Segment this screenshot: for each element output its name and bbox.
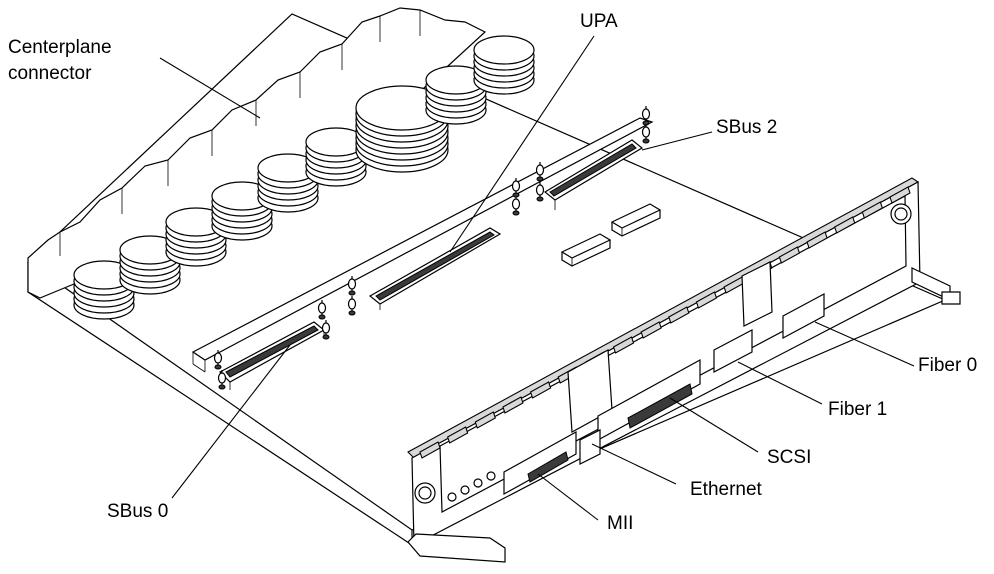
centerplane-connector: [27, 7, 487, 299]
bulkhead-screw-left: [414, 482, 436, 504]
led-1: [447, 492, 457, 502]
ejector-levers: [407, 267, 961, 563]
leader-sbus0: [171, 344, 291, 499]
standoff-pin-3: [321, 320, 331, 340]
leader-fiber0: [814, 321, 915, 367]
bulkhead-ridge-11: [695, 291, 718, 309]
label-fiber0: Fiber 0: [918, 355, 978, 376]
standoff-pin-4: [317, 300, 327, 320]
standoff-pin-2: [213, 350, 223, 370]
leader-lines: [159, 35, 915, 521]
fiber0-port: [782, 292, 825, 340]
fiber1-port: [713, 329, 753, 373]
bulkhead-ridge-5: [529, 381, 552, 399]
leader-ethernet: [591, 443, 677, 485]
upa-slot: [368, 227, 502, 310]
bulkhead-ridge-2: [446, 426, 469, 444]
bulkhead-ridge-14: [778, 246, 801, 264]
label-upa: UPA: [580, 11, 618, 32]
bulkhead-ridge-17: [861, 201, 884, 219]
ethernet-port: [579, 429, 601, 465]
label-centerplane-connector-line1: Centerplane: [8, 37, 112, 58]
label-sbus2: SBus 2: [716, 117, 778, 138]
led-2: [460, 485, 470, 495]
sbus2-slot: [543, 139, 644, 210]
standoff-pin-8: [511, 178, 521, 198]
bulkhead-ridge-1: [419, 441, 441, 459]
standoff-pin-9: [535, 182, 545, 202]
bulkhead-screw-right: [890, 203, 912, 225]
leader-sbus2: [641, 131, 713, 151]
standoff-pins: [213, 106, 651, 390]
standoff-pin-5: [347, 296, 357, 316]
front-bulkhead: [407, 177, 921, 546]
mii-port: [503, 430, 577, 496]
bulkhead-ridge-15: [806, 231, 828, 249]
leader-fiber1: [737, 361, 823, 405]
component-stack-8: [425, 65, 487, 125]
bulkhead-ridge-9: [640, 321, 662, 339]
component-stack-6: [305, 127, 367, 187]
component-stack-3: [165, 207, 227, 267]
component-stack-7: [355, 85, 449, 173]
bulkhead-ridge-8: [612, 336, 635, 354]
leader-upa: [449, 35, 595, 253]
label-ethernet: Ethernet: [690, 479, 762, 500]
led-4: [486, 471, 496, 481]
led-3: [473, 478, 483, 488]
component-stack-2: [119, 235, 181, 295]
component-stack-1: [73, 260, 135, 320]
label-scsi: SCSI: [767, 447, 812, 468]
leader-scsi: [669, 397, 759, 453]
label-mii: MII: [607, 513, 634, 534]
component-stacks: [73, 35, 535, 320]
sbus0-slot: [219, 321, 326, 390]
bulkhead-ridge-3: [474, 411, 496, 429]
standoff-pin-10: [535, 162, 545, 182]
leader-centerplane: [159, 57, 261, 119]
bulkhead-ridge-4: [502, 396, 524, 414]
board-chips: [560, 203, 662, 267]
standoff-pin-12: [641, 106, 651, 126]
bulkhead-ridge-16: [834, 216, 856, 234]
bulkhead-ridge-18: [889, 186, 911, 204]
component-stack-9: [473, 35, 535, 95]
label-centerplane-connector-line2: connector: [8, 63, 92, 84]
standoff-pin-7: [511, 196, 521, 216]
label-sbus0: SBus 0: [107, 501, 169, 522]
label-fiber1: Fiber 1: [828, 399, 888, 420]
leader-mii: [537, 473, 599, 521]
standoff-pin-1: [217, 370, 227, 390]
bulkhead-ridge-10: [668, 306, 690, 324]
standoff-pin-11: [641, 124, 651, 144]
component-stack-4: [211, 181, 273, 241]
standoff-pin-6: [347, 276, 357, 296]
